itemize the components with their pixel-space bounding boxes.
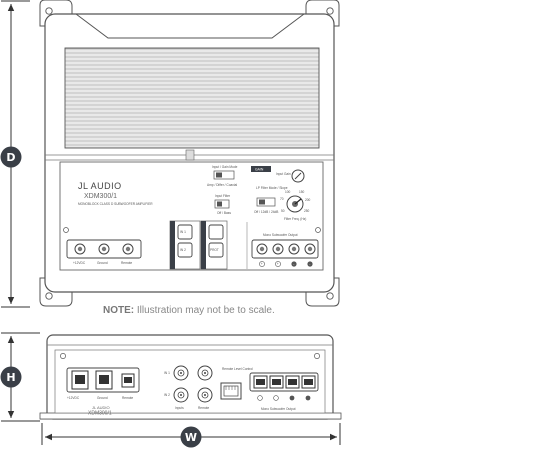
front-jack-label-2: IN 2 — [164, 393, 170, 397]
freq-mark-100: 100 — [285, 190, 291, 194]
front-remote-label: Remote — [198, 406, 209, 410]
front-brand: JL AUDIO — [92, 405, 110, 410]
input-filter-title: Input Filter — [215, 194, 231, 198]
polarity-1: + — [261, 262, 263, 266]
input-jack-2[interactable] — [177, 242, 193, 258]
front-power-label-12v: +12VDC — [67, 396, 80, 400]
polarity-2: + — [277, 262, 279, 266]
status-led-prot — [208, 242, 224, 258]
heatsink-fins — [64, 47, 320, 149]
lp-filter-switch[interactable] — [256, 197, 276, 207]
note-text: Illustration may not be to scale. — [134, 305, 275, 316]
note-bold: NOTE: — [103, 305, 134, 316]
prot-led-label: PROT — [210, 248, 219, 252]
input-mode-options: Amp / Differ / Coaxial — [207, 183, 237, 187]
front-speaker-label: Mono Subwoofer Output — [261, 407, 296, 411]
front-jack-label-1: IN 1 — [164, 371, 170, 375]
gain-section-tag — [251, 166, 271, 172]
front-view: +12VDC Ground Remote JL AUDIO XDM300/1 I… — [39, 334, 342, 420]
height-badge — [0, 366, 22, 388]
filter-freq-label: Filter Freq. (Hz) — [284, 217, 306, 221]
freq-mark-70: 70 — [280, 197, 284, 201]
model-number: XDM300/1 — [84, 193, 117, 200]
input-gain-label: Input Gain — [276, 172, 291, 176]
height-dimension: H — [0, 332, 40, 422]
width-letter: W — [185, 431, 197, 444]
lp-filter-options: Off / 12dB / 24dB — [254, 210, 278, 214]
height-letter: H — [6, 371, 15, 384]
polarity-3: - — [293, 262, 294, 266]
remote-port-label: Remote Level Control — [222, 367, 253, 371]
width-dimension: W — [41, 423, 341, 448]
freq-mark-250: 250 — [304, 209, 310, 213]
top-view: JL AUDIO XDM300/1 MONOBLOCK CLASS D SUBW… — [39, 0, 340, 307]
front-power-label-remote: Remote — [122, 396, 133, 400]
depth-letter: D — [6, 151, 15, 164]
scale-note: NOTE: Illustration may not be to scale. — [103, 305, 275, 316]
front-power-label-ground: Ground — [97, 396, 108, 400]
lp-filter-title: LP Filter Mode / Slope — [256, 186, 288, 190]
status-led-clip — [208, 224, 224, 240]
input-filter-options: Off / Bass — [217, 211, 231, 215]
depth-dimension: D — [0, 0, 30, 308]
power-label-ground: Ground — [97, 261, 108, 265]
input-mode-switch[interactable] — [213, 170, 235, 180]
input-jack-2-label: IN 2 — [180, 248, 186, 252]
freq-mark-50: 50 — [281, 209, 285, 213]
input-jack-1[interactable] — [177, 224, 193, 240]
gain-section-label: GAIN — [255, 168, 264, 172]
depth-badge — [0, 146, 22, 168]
speaker-output-label: Mono Subwoofer Output — [263, 233, 298, 237]
power-label-12v: +12VDC — [73, 261, 86, 265]
freq-mark-200: 200 — [305, 198, 311, 202]
freq-mark-150: 150 — [299, 190, 305, 194]
input-jack-1-label: IN 1 — [180, 230, 186, 234]
power-label-remote: Remote — [121, 261, 132, 265]
model-subtitle: MONOBLOCK CLASS D SUBWOOFER AMPLIFIER — [78, 202, 153, 206]
width-badge — [180, 426, 202, 448]
brand-logo: JL AUDIO — [78, 181, 122, 191]
input-mode-title: Input / Gain Mode — [212, 165, 238, 169]
polarity-4: - — [309, 262, 310, 266]
speaker-terminal-block — [251, 239, 319, 259]
front-model: XDM300/1 — [88, 411, 112, 417]
front-inputs-label: Inputs — [175, 406, 184, 410]
